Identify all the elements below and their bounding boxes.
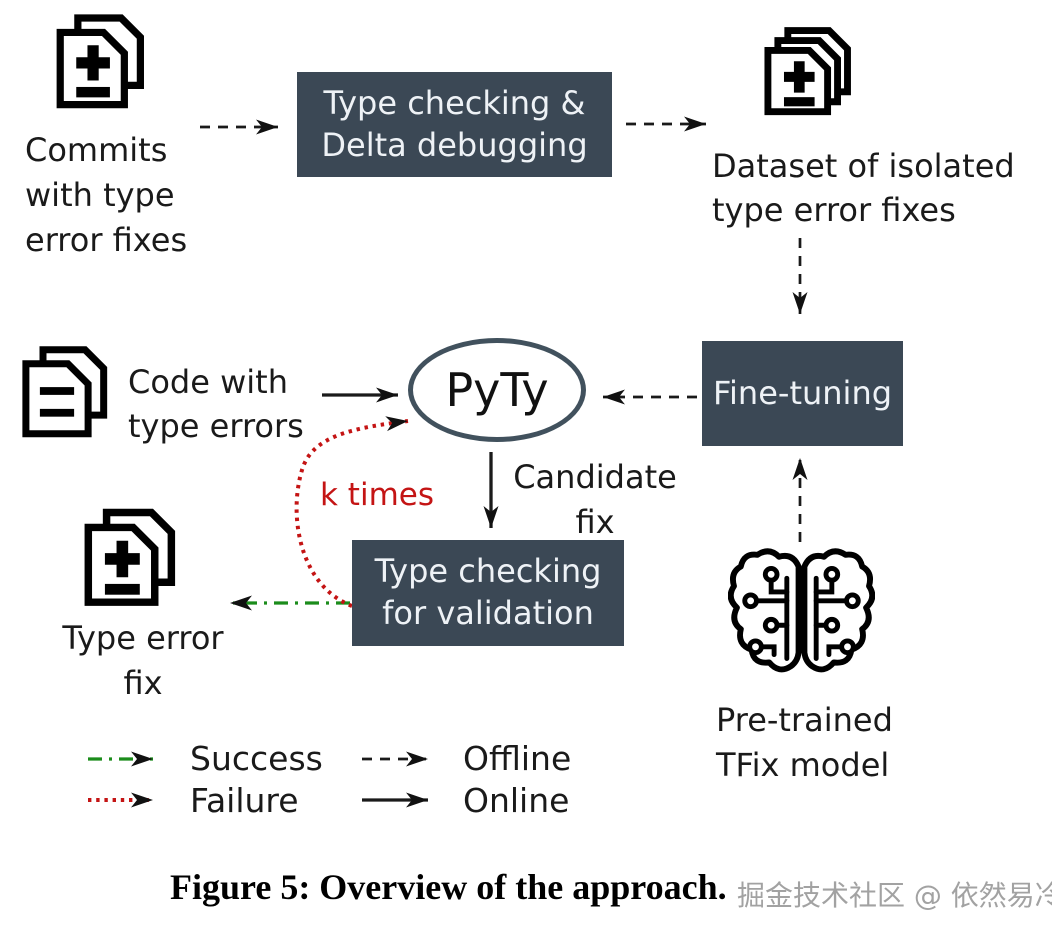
- pretrained-tfix-label: Pre-trained TFix model: [716, 698, 893, 788]
- node-label-line: Type checking &: [323, 83, 586, 122]
- commits-label: Commits with type error fixes: [25, 128, 187, 263]
- type-error-fix-label: Type error fix: [48, 616, 238, 706]
- node-label-line: Delta debugging: [321, 125, 588, 164]
- node-label-line: Type checking: [374, 552, 602, 591]
- label-line: fix: [123, 664, 163, 702]
- figure-caption: Figure 5: Overview of the approach.: [170, 867, 727, 907]
- k-times-label: k times: [320, 477, 434, 513]
- watermark: 掘金技术社区 @ 依然易冷: [737, 879, 1052, 912]
- diff-document-multi-stack-icon: [764, 27, 851, 116]
- label-line: Dataset of isolated: [712, 147, 1015, 185]
- node-label-line: for validation: [382, 594, 594, 632]
- node-type-checking-validation: Type checking for validation: [352, 540, 624, 646]
- pyty-label: PyTy: [445, 363, 549, 417]
- node-label: Fine-tuning: [712, 373, 893, 412]
- label-line: Code with: [128, 363, 288, 401]
- diff-document-stack-icon: [56, 14, 144, 109]
- candidate-fix-label: Candidate fix: [505, 455, 685, 545]
- code-document-stack-icon: [22, 346, 108, 438]
- label-line: Candidate: [513, 458, 677, 496]
- label-line: Pre-trained: [716, 701, 893, 739]
- legend-failure-label: Failure: [190, 781, 299, 820]
- node-fine-tuning: Fine-tuning: [702, 341, 903, 446]
- code-with-errors-label: Code with type errors: [128, 360, 304, 448]
- label-line: Commits: [25, 131, 168, 169]
- legend-success-label: Success: [190, 739, 323, 778]
- legend-offline-label: Offline: [463, 739, 572, 778]
- label-line: type errors: [128, 407, 304, 445]
- label-line: error fixes: [25, 221, 188, 259]
- legend-online-label: Online: [463, 781, 570, 820]
- label-line: Type error: [62, 619, 224, 657]
- label-line: with type: [25, 176, 175, 214]
- dataset-label: Dataset of isolated type error fixes: [712, 144, 1015, 232]
- label-line: fix: [575, 503, 615, 541]
- diff-document-stack-icon: [84, 508, 176, 606]
- node-type-checking-delta-debugging: Type checking & Delta debugging: [297, 72, 612, 177]
- label-line: TFix model: [716, 746, 890, 784]
- circuit-brain-icon: [728, 548, 875, 673]
- node-pyty: PyTy: [408, 338, 586, 442]
- label-line: type error fixes: [712, 191, 956, 229]
